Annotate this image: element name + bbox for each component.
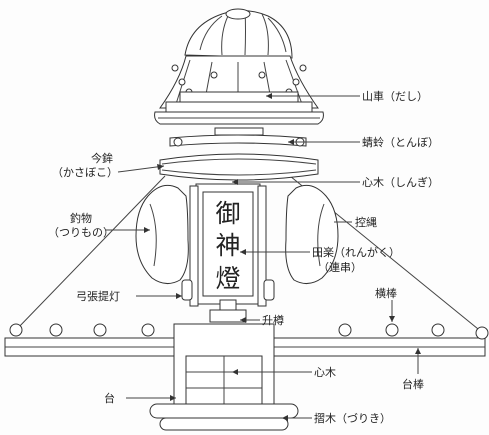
dengaku-frame xyxy=(189,183,267,307)
label-tsurimono-reading: （つりもの） xyxy=(48,226,114,239)
zuriki-sledge xyxy=(149,403,299,431)
crown-top xyxy=(184,8,293,59)
masudaru xyxy=(209,299,247,323)
kasaboko-disc xyxy=(159,153,319,181)
label-yokobou: 横棒 xyxy=(375,287,397,300)
label-daibou: 台棒 xyxy=(402,378,424,391)
label-yumihari: 弓張提灯 xyxy=(76,290,120,303)
lantern-char-tou: 燈 xyxy=(215,264,240,293)
lantern-char-go: 御 xyxy=(215,199,240,228)
label-tonbo: 蜻蛉（とんぼ） xyxy=(362,136,439,149)
lantern-characters: 御 神 燈 xyxy=(215,199,240,293)
label-zuriki: 摺木（づりき） xyxy=(314,412,391,425)
label-dashi: 山車（だし） xyxy=(362,90,428,103)
label-tsurimono-kanji: 釣物 xyxy=(70,212,92,225)
label-dai: 台 xyxy=(104,392,115,405)
label-kasaboko-reading: （かさぼこ） xyxy=(52,166,118,179)
tsurimono-right xyxy=(285,184,339,284)
lantern-char-shin: 神 xyxy=(215,231,240,260)
label-shingi-bottom: 心木 xyxy=(314,366,336,379)
yumihari-lanterns xyxy=(181,279,275,301)
label-masudaru: 升樽 xyxy=(262,314,284,327)
dashi-base xyxy=(154,91,324,125)
label-shingi-top: 心木（しんぎ） xyxy=(362,176,439,189)
label-dengaku-alt: （連串） xyxy=(318,261,362,274)
label-dengaku: 田楽（れんがく） xyxy=(312,246,400,259)
tonbo-piece xyxy=(169,127,307,147)
dai-stand xyxy=(173,323,275,405)
label-hikaenawa: 控縄 xyxy=(355,216,377,229)
tsurimono-left xyxy=(135,184,189,284)
leader-lines xyxy=(106,93,421,421)
label-kasaboko-kanji: 今鉾 xyxy=(91,152,113,165)
